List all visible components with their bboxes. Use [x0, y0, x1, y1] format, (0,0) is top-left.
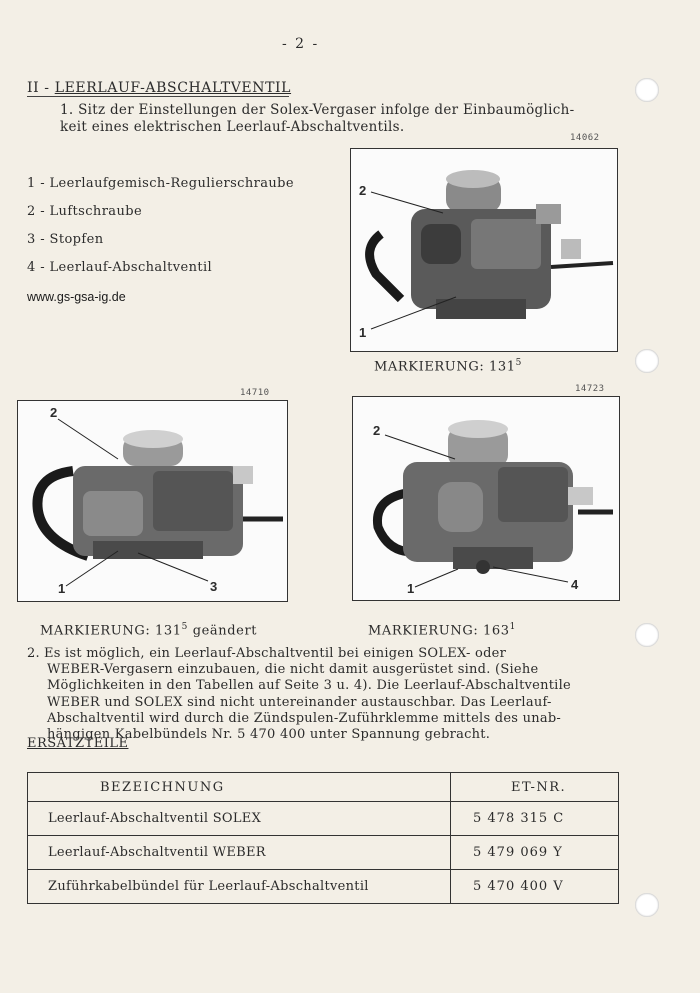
paragraph-2: 2. Es ist möglich, ein Leerlauf-Abschaltv…: [27, 646, 587, 743]
table-row: Zuführkabelbündel für Leerlauf-Abschaltv…: [27, 869, 619, 904]
paragraph-2-number: 2.: [27, 646, 40, 661]
figure-number: 14062: [570, 133, 600, 143]
binder-hole: [635, 623, 659, 647]
figure-caption-3: MARKIERUNG: 1631: [368, 622, 516, 639]
legend-item: 4 - Leerlauf-Abschaltventil: [27, 260, 213, 275]
column-header-part-number: ET-NR.: [450, 772, 619, 802]
paragraph-2-line: Abschaltventil wird durch die Zündspulen…: [47, 710, 562, 726]
spare-parts-table: BEZEICHNUNG ET-NR. Leerlauf-Abschaltvent…: [27, 772, 619, 904]
callout-2: 2: [359, 183, 367, 198]
carburetor-photo-2: 2 1 3: [17, 400, 288, 602]
figure-caption-1: MARKIERUNG: 1315: [374, 358, 522, 375]
callout-1: 1: [407, 581, 415, 596]
paragraph-1-number: 1.: [60, 102, 74, 118]
callout-1: 1: [359, 325, 367, 340]
spare-parts-heading: ERSATZTEILE: [27, 736, 129, 751]
legend-item: 3 - Stopfen: [27, 232, 104, 247]
paragraph-2-line: Möglichkeiten in den Tabellen auf Seite …: [47, 678, 571, 694]
figure-caption-2: MARKIERUNG: 1315 geändert: [40, 622, 258, 639]
callout-1: 1: [58, 581, 66, 596]
callout-2: 2: [50, 405, 58, 420]
paragraph-1-text: Sitz der Einstellungen der Solex-Vergase…: [60, 102, 575, 135]
callout-3: 3: [210, 579, 218, 594]
carburetor-photo-1: 2 1: [350, 148, 618, 352]
binder-hole: [635, 78, 659, 102]
figure-number: 14710: [240, 388, 270, 398]
section-heading: II - LEERLAUF-ABSCHALTVENTIL: [27, 80, 291, 96]
legend-item: 1 - Leerlaufgemisch-Regulierschraube: [27, 176, 294, 191]
figure-number: 14723: [575, 384, 605, 394]
part-number: 5 478 315 C: [450, 801, 619, 836]
website-link[interactable]: www.gs-gsa-ig.de: [27, 290, 126, 304]
callout-2: 2: [373, 423, 381, 438]
section-prefix: II -: [27, 80, 55, 96]
table-header-row: BEZEICHNUNG ET-NR.: [27, 772, 619, 802]
paragraph-2-line: Es ist möglich, ein Leerlauf-Abschaltven…: [44, 646, 507, 661]
column-header-description: BEZEICHNUNG: [27, 772, 451, 802]
part-number: 5 470 400 V: [450, 869, 619, 904]
binder-hole: [635, 349, 659, 373]
paragraph-2-line: WEBER-Vergasern einzubauen, die nicht da…: [47, 662, 539, 678]
paragraph-2-line: hängigen Kabelbündels Nr. 5 470 400 unte…: [47, 727, 491, 743]
table-row: Leerlauf-Abschaltventil WEBER 5 479 069 …: [27, 835, 619, 870]
part-description: Leerlauf-Abschaltventil WEBER: [27, 835, 451, 870]
table-row: Leerlauf-Abschaltventil SOLEX 5 478 315 …: [27, 801, 619, 836]
legend-item: 2 - Luftschraube: [27, 204, 143, 219]
heading-rule: [27, 96, 289, 97]
page-number: - 2 -: [282, 36, 320, 52]
part-description: Zuführkabelbündel für Leerlauf-Abschaltv…: [27, 869, 451, 904]
part-description: Leerlauf-Abschaltventil SOLEX: [27, 801, 451, 836]
binder-hole: [635, 893, 659, 917]
paragraph-2-line: WEBER und SOLEX sind nicht untereinander…: [47, 694, 552, 710]
legend-list: 1 - Leerlaufgemisch-Regulierschraube 2 -…: [27, 176, 294, 288]
carburetor-photo-3: 2 1 4: [352, 396, 620, 601]
section-title: LEERLAUF-ABSCHALTVENTIL: [54, 80, 292, 96]
callout-4: 4: [571, 577, 579, 592]
part-number: 5 479 069 Y: [450, 835, 619, 870]
paragraph-1: 1. Sitz der Einstellungen der Solex-Verg…: [60, 102, 600, 136]
